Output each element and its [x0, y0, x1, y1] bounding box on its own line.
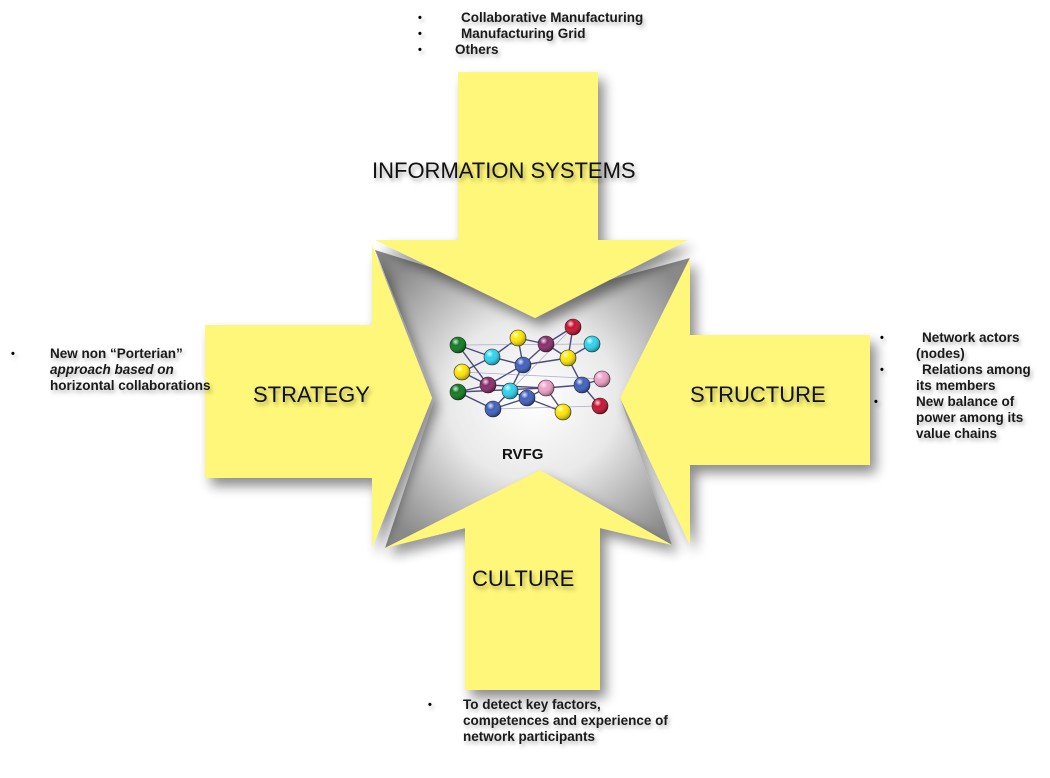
arrow-structure — [620, 258, 870, 545]
arrow-information-systems — [375, 72, 688, 318]
bullet-item: Network actors (nodes) — [874, 330, 1046, 362]
label-information-systems: INFORMATION SYSTEMS — [372, 158, 636, 183]
bullet-item: New non “Porterian” approach based on ho… — [11, 346, 215, 394]
information-systems-bullets: Collaborative Manufacturing Manufacturin… — [418, 10, 715, 58]
arrow-culture — [385, 470, 672, 690]
bullet-item: Others — [418, 42, 715, 58]
label-structure: STRUCTURE — [690, 382, 826, 407]
bullet-item: Relations among its members — [874, 362, 1046, 394]
network-graph — [449, 318, 611, 421]
bullet-text-part: horizontal collaborations — [50, 378, 211, 393]
culture-bullets: To detect key factors, competences and e… — [428, 697, 673, 745]
bullet-item: Manufacturing Grid — [418, 26, 715, 42]
strategy-bullets: New non “Porterian” approach based on ho… — [11, 346, 215, 394]
bullet-text-part: New non “Porterian” — [50, 346, 183, 361]
arrow-strategy — [205, 245, 432, 548]
label-rvfg: RVFG — [502, 446, 544, 463]
bullet-item: Collaborative Manufacturing — [418, 10, 715, 26]
bullet-item: To detect key factors, competences and e… — [428, 697, 673, 745]
bullet-item: New balance of power among its value cha… — [874, 394, 1046, 442]
label-culture: CULTURE — [472, 566, 575, 591]
structure-bullets: Network actors (nodes) Relations among i… — [874, 330, 1046, 442]
bullet-text-emphasis: approach based on — [50, 362, 174, 377]
label-strategy: STRATEGY — [253, 382, 370, 407]
